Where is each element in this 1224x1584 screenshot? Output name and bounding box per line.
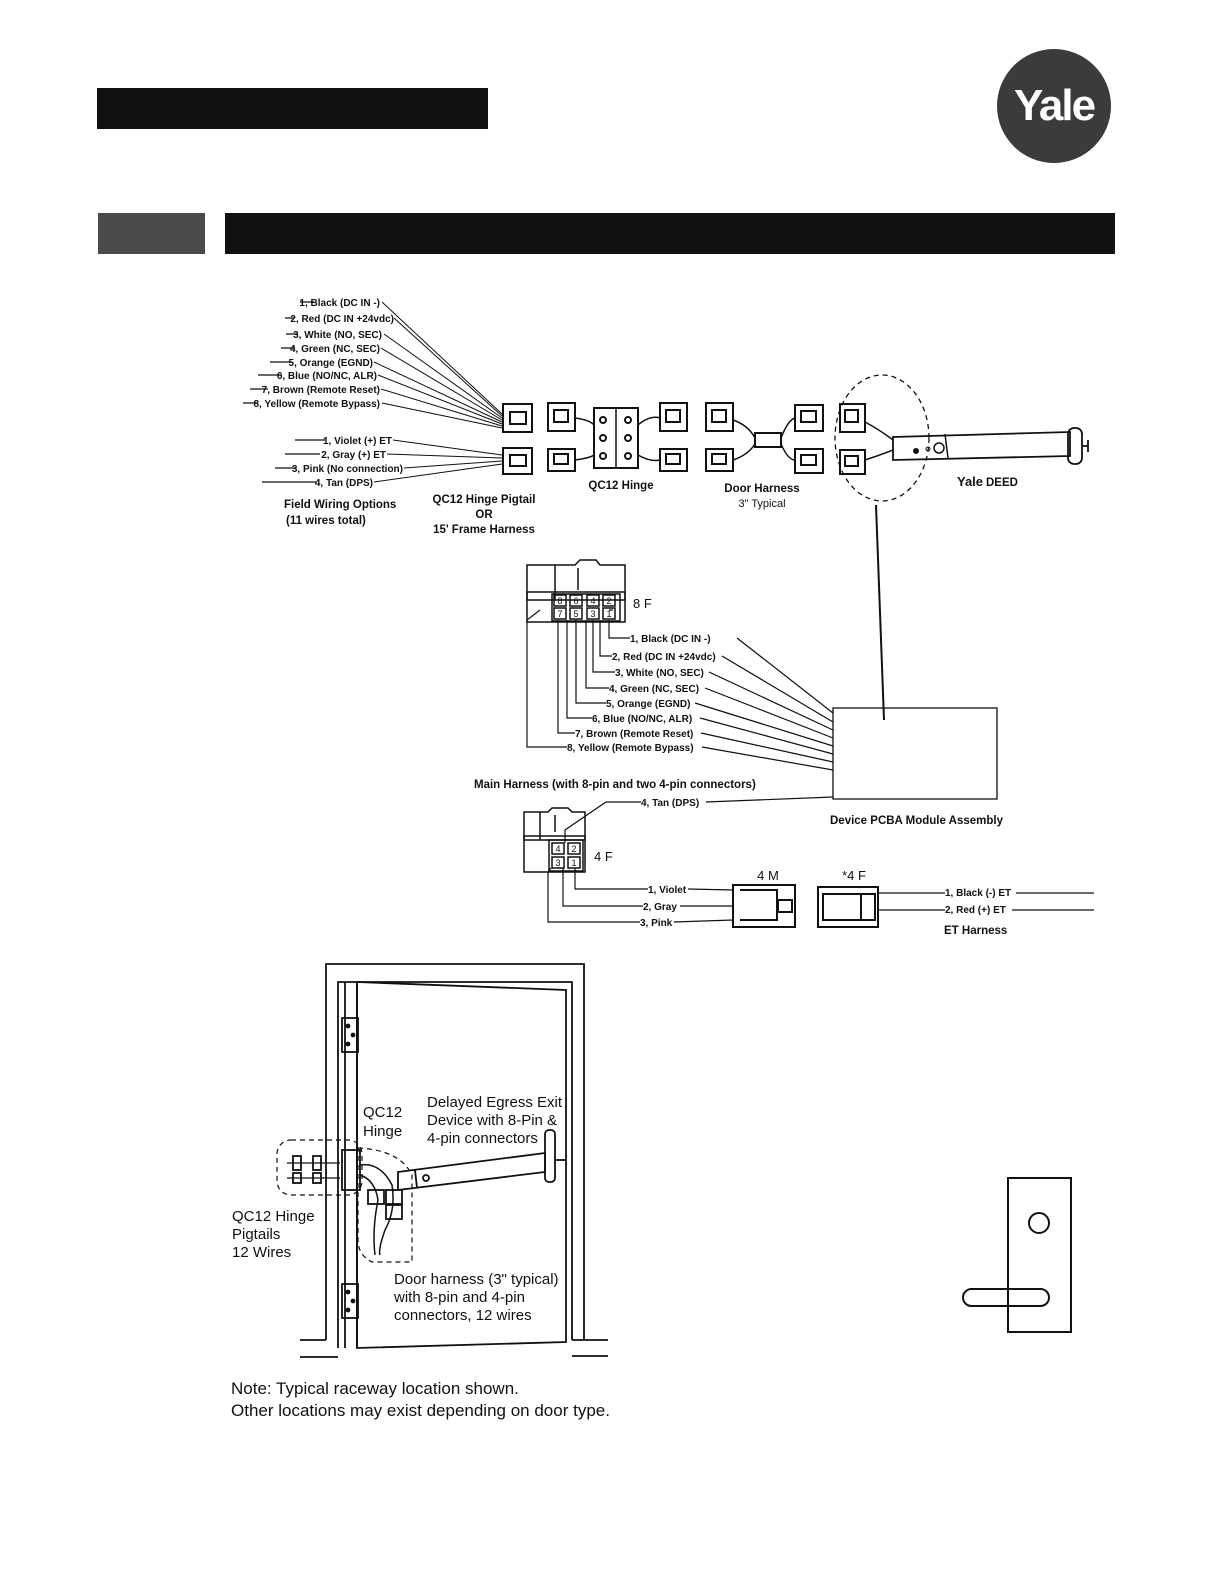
door-label-deed-3: 4-pin connectors	[427, 1130, 538, 1147]
yale-caption: Yale	[957, 474, 983, 489]
note-line-2: Other locations may exist depending on d…	[231, 1401, 610, 1420]
tan-dps-wire	[564, 796, 834, 843]
conn-4f-label: 4 F	[594, 849, 613, 864]
main-wire-7: 7, Brown (Remote Reset)	[575, 729, 693, 740]
four-pin-wires	[547, 867, 734, 923]
four-wire-1: 1, Violet	[648, 885, 687, 896]
door-label-qc12-1: QC12	[363, 1104, 402, 1121]
field-wire-2: 2, Red (DC IN +24vdc)	[290, 314, 394, 325]
field-wire-1: 1, Black (DC IN -)	[299, 298, 380, 309]
field-wire-4-4: 4, Tan (DPS)	[315, 478, 373, 489]
main-wire-5: 5, Orange (EGND)	[606, 699, 690, 710]
et-harness-caption: ET Harness	[944, 925, 1007, 937]
connector-4f-et	[817, 886, 879, 928]
pin-8: 8	[557, 596, 562, 606]
connector-4m	[732, 884, 796, 928]
door-harness-drawing	[705, 402, 824, 474]
header-bar	[97, 88, 488, 129]
field-wire-8: 8, Yellow (Remote Bypass)	[253, 399, 380, 410]
door-label-pig-1: QC12 Hinge	[232, 1208, 315, 1225]
main-wire-1: 1, Black (DC IN -)	[630, 634, 711, 645]
door-harness-caption-1: Door Harness	[724, 483, 799, 495]
pin-2: 2	[606, 596, 611, 606]
note-text: Note: Typical raceway location shown. Ot…	[231, 1378, 610, 1422]
field-wire-4-1: 1, Violet (+) ET	[323, 436, 392, 447]
field-wire-3: 3, White (NO, SEC)	[293, 330, 382, 341]
main-wire-2: 2, Red (DC IN +24vdc)	[612, 652, 716, 663]
field-wiring-group: 1, Black (DC IN -) 2, Red (DC IN +24vdc)…	[243, 298, 503, 527]
section-title-bar	[225, 213, 1115, 254]
door-label-deed-2: Device with 8-Pin &	[427, 1112, 557, 1129]
logo-text: Yale	[1013, 81, 1096, 130]
conn-8f-label: 8 F	[633, 596, 652, 611]
leader-line	[875, 504, 885, 721]
pigtail-caption-2: OR	[475, 509, 493, 521]
pcba-caption: Device PCBA Module Assembly	[830, 815, 1004, 827]
connector-4f	[523, 807, 586, 873]
door-label-pig-2: Pigtails	[232, 1226, 280, 1243]
field-wire-7: 7, Brown (Remote Reset)	[262, 385, 380, 396]
pin-3: 3	[590, 609, 595, 619]
pcba-box	[832, 707, 998, 800]
main-wire-4: 4, Green (NC, SEC)	[609, 684, 699, 695]
pin4-2: 2	[571, 844, 576, 854]
field-wire-4: 4, Green (NC, SEC)	[290, 344, 380, 355]
main-harness-caption: Main Harness (with 8-pin and two 4-pin c…	[474, 779, 756, 791]
door-label-pig-3: 12 Wires	[232, 1244, 291, 1261]
lever-trim-icon	[962, 1177, 1072, 1333]
pigtail-caption-1: QC12 Hinge Pigtail	[433, 494, 536, 506]
field-wire-4-3: 3, Pink (No connection)	[292, 464, 403, 475]
hinge-caption: QC12 Hinge	[588, 480, 653, 492]
door-label-deed-1: Delayed Egress Exit	[427, 1094, 563, 1111]
main-wire-6: 6, Blue (NO/NC, ALR)	[592, 714, 692, 725]
deed-caption: DEED	[986, 477, 1018, 489]
field-wiring-caption-1: Field Wiring Options	[284, 499, 396, 511]
four-wire-3: 3, Pink	[640, 918, 673, 929]
pin-6: 6	[573, 596, 578, 606]
tan-dps-label: 4, Tan (DPS)	[641, 798, 699, 809]
pin4-3: 3	[555, 858, 560, 868]
note-line-1: Note: Typical raceway location shown.	[231, 1379, 519, 1398]
et-wire-2: 2, Red (+) ET	[945, 905, 1006, 916]
four-wire-2: 2, Gray	[643, 902, 677, 913]
pin-5: 5	[573, 609, 578, 619]
et-wire-1: 1, Black (-) ET	[945, 888, 1011, 899]
door-label-dh-1: Door harness (3" typical)	[394, 1271, 559, 1288]
door-harness-caption-2: 3" Typical	[738, 498, 785, 510]
deed-device-drawing	[834, 374, 1089, 502]
main-wire-8: 8, Yellow (Remote Bypass)	[567, 743, 694, 754]
section-number-box	[98, 213, 205, 254]
door-label-dh-2: with 8-pin and 4-pin	[393, 1289, 525, 1306]
qc12-hinge-drawing	[547, 402, 688, 472]
main-wire-3: 3, White (NO, SEC)	[615, 668, 704, 679]
pigtail-connectors	[502, 403, 533, 475]
field-wire-6: 6, Blue (NO/NC, ALR)	[277, 371, 377, 382]
door-drawing	[276, 963, 608, 1358]
main-wires	[526, 610, 834, 771]
et-wires	[878, 892, 1094, 911]
field-wire-4-2: 2, Gray (+) ET	[321, 450, 386, 461]
field-wiring-caption-2: (11 wires total)	[286, 515, 366, 527]
pin-4: 4	[590, 596, 595, 606]
yale-logo: Yale	[997, 49, 1111, 163]
door-label-qc12-2: Hinge	[363, 1123, 402, 1140]
conn-4m-label: 4 M	[757, 868, 779, 883]
door-label-dh-3: connectors, 12 wires	[394, 1307, 532, 1324]
pin-1: 1	[606, 609, 611, 619]
pigtail-caption-3: 15' Frame Harness	[433, 524, 535, 536]
pin4-1: 1	[571, 858, 576, 868]
conn-4f-star-label: *4 F	[842, 868, 866, 883]
pin-7: 7	[557, 609, 562, 619]
pin4-4: 4	[555, 844, 560, 854]
field-wire-5: 5, Orange (EGND)	[289, 358, 373, 369]
